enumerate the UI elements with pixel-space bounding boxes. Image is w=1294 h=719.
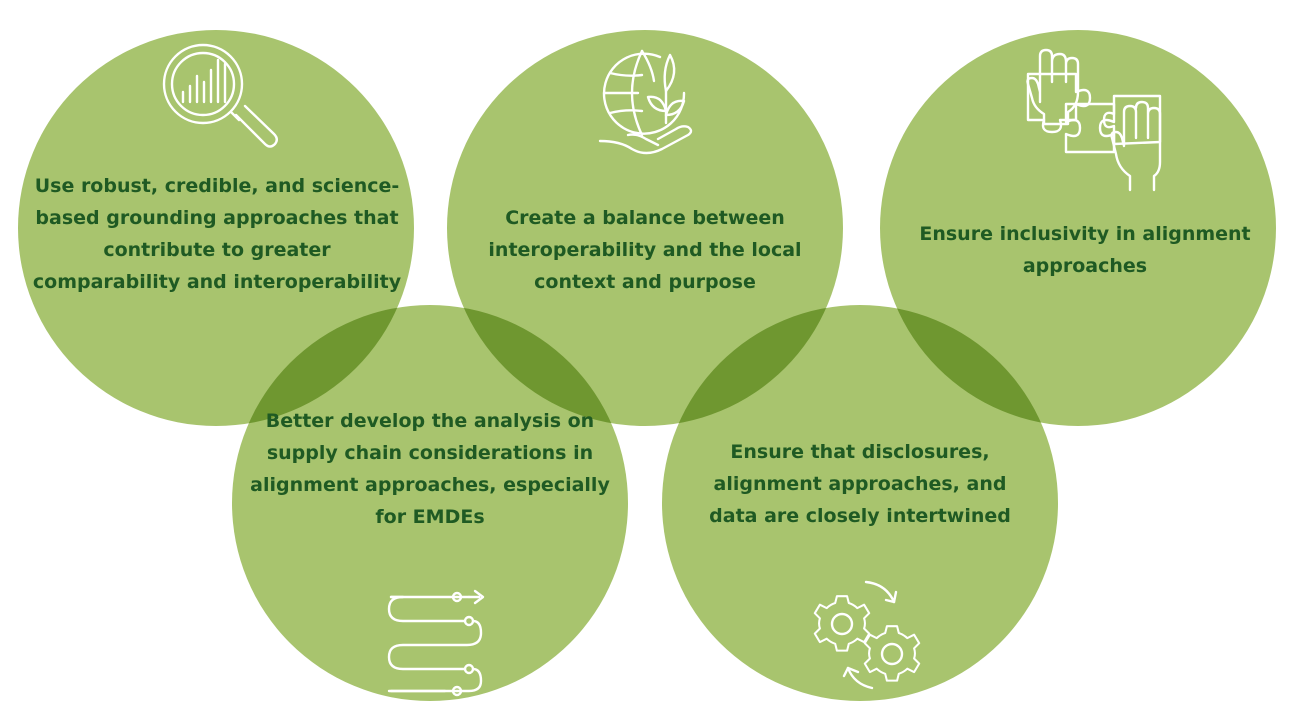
gears-cycle-icon xyxy=(800,572,940,702)
label-intertwined: Ensure that disclosures, alignment appro… xyxy=(709,441,1011,527)
circle-supply-chain xyxy=(232,305,628,701)
magnifier-chart-icon xyxy=(155,42,285,152)
label-balance: Create a balance between interoperabilit… xyxy=(488,207,802,293)
label-inclusivity: Ensure inclusivity in alignment approach… xyxy=(919,223,1251,277)
hands-puzzle-icon xyxy=(1020,42,1170,192)
globe-leaf-hand-icon xyxy=(598,45,693,165)
winding-path-icon xyxy=(385,583,495,697)
label-supply-chain: Better develop the analysis on supply ch… xyxy=(250,410,610,528)
circle-intertwined xyxy=(662,305,1058,701)
label-grounding: Use robust, credible, and science-based … xyxy=(32,175,402,293)
